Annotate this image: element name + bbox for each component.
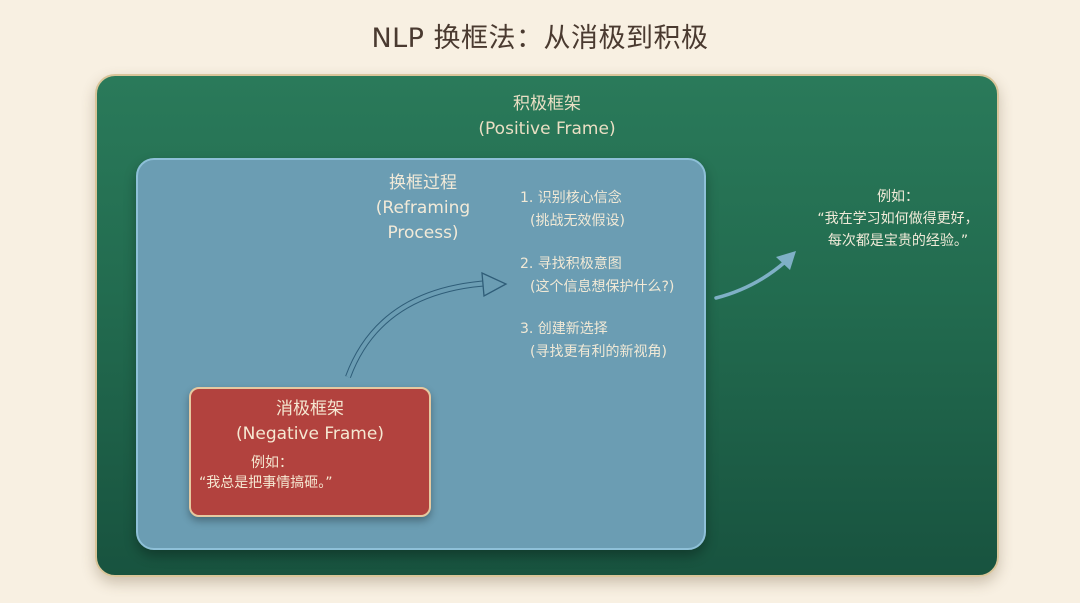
positive-frame-label-cn: 积极框架 <box>513 94 581 114</box>
step-3-detail: (寻找更有利的新视角) <box>530 344 667 360</box>
reframing-process-label-en: (Reframing Process) <box>375 198 471 243</box>
positive-example-line-2: 每次都是宝贵的经验。” <box>827 233 969 249</box>
curved-arrow-icon <box>345 271 508 379</box>
positive-frame-label: 积极框架 (Positive Frame) <box>97 92 997 142</box>
negative-frame-box: 消极框架 (Negative Frame) 例如： “我总是把事情搞砸。” <box>189 387 431 517</box>
reframing-process-label: 换框过程 (Reframing Process) <box>338 171 508 246</box>
step-1-title: 1. 识别核心信念 <box>520 190 622 206</box>
step-2-title: 2. 寻找积极意图 <box>520 256 622 272</box>
negative-example-label: 例如： <box>251 455 293 471</box>
step-2: 2. 寻找积极意图 (这个信息想保护什么?) <box>520 253 674 299</box>
positive-example-label: 例如： <box>877 189 919 205</box>
positive-frame-label-en: (Positive Frame) <box>478 119 616 139</box>
step-2-detail: (这个信息想保护什么?) <box>530 279 675 295</box>
reframing-process-label-cn: 换框过程 <box>389 173 457 193</box>
positive-example-line-1: “我在学习如何做得更好， <box>817 211 979 227</box>
negative-frame-label-en: (Negative Frame) <box>236 424 384 444</box>
step-1: 1. 识别核心信念 (挑战无效假设) <box>520 187 625 233</box>
diagram-title: NLP 换框法：从消极到积极 <box>371 23 709 54</box>
positive-example: 例如： “我在学习如何做得更好， 每次都是宝贵的经验。” <box>808 186 988 252</box>
step-3-title: 3. 创建新选择 <box>520 321 608 337</box>
up-right-arrow-icon <box>714 251 796 300</box>
negative-frame-label-cn: 消极框架 <box>276 399 344 419</box>
step-1-detail: (挑战无效假设) <box>530 213 625 229</box>
negative-example-text: “我总是把事情搞砸。” <box>199 475 333 491</box>
negative-frame-label: 消极框架 (Negative Frame) <box>191 397 429 447</box>
step-3: 3. 创建新选择 (寻找更有利的新视角) <box>520 318 667 364</box>
